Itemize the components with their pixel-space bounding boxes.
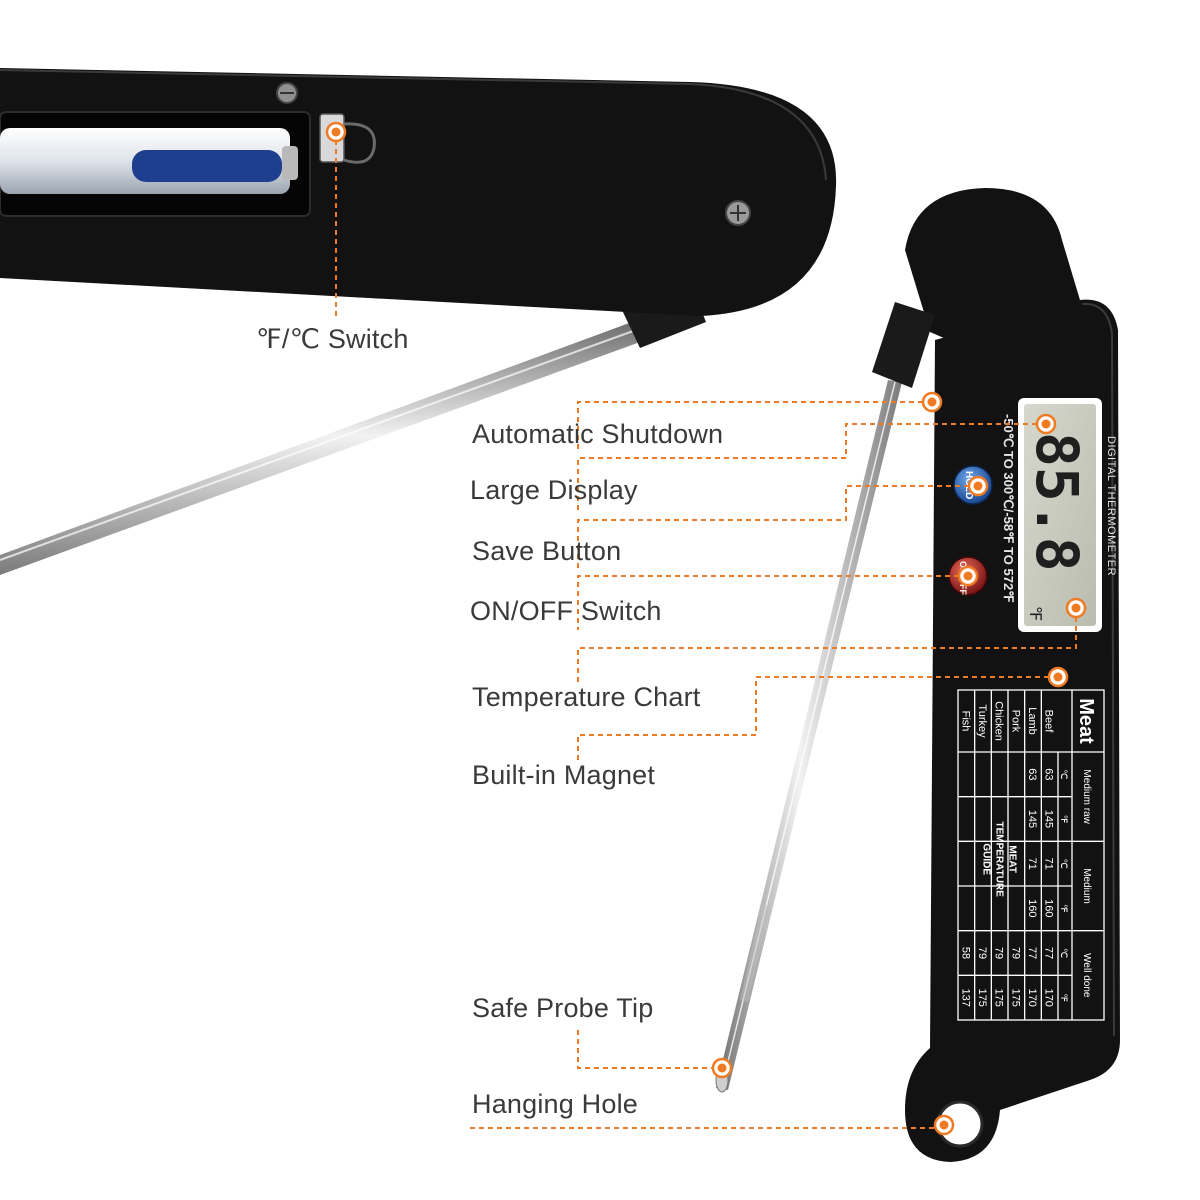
hanging-hole-label: Hanging Hole: [472, 1089, 639, 1119]
unit-switch-label: ℉/℃ Switch: [256, 324, 409, 354]
chart-cell-value: 79: [1009, 947, 1021, 959]
chart-cell-value: 160: [1043, 899, 1055, 917]
probe-collar: [872, 302, 935, 388]
auto-shutdown-dot: [921, 391, 943, 413]
chart-subcolumn-header: ℉: [1059, 904, 1069, 913]
chart-subcolumn-header: ℉: [1059, 815, 1069, 824]
chart-cell-value: 79: [993, 947, 1005, 959]
chart-row-label: Chicken: [993, 701, 1005, 741]
magnet-label: Built-in Magnet: [472, 760, 656, 790]
range-text: -50℃ TO 300℃/-58℉ TO 572℉: [1001, 414, 1016, 603]
chart-row-label: Turkey: [976, 704, 988, 738]
leader-lines: [335, 140, 1077, 1129]
chart-subcolumn-header: ℃: [1059, 948, 1069, 958]
large-display-label: Large Display: [470, 475, 638, 505]
chart-cell-value: 63: [1026, 768, 1038, 780]
chart-guide-text: MEAT: [1007, 845, 1018, 873]
large-display-dot: [1035, 413, 1057, 435]
save-button-dot: [967, 475, 989, 497]
chart-subcolumn-header: ℃: [1059, 769, 1069, 779]
chart-cell-value: 71: [1026, 858, 1038, 870]
lcd-reading: 85.8: [1023, 432, 1091, 572]
chart-cell-value: 145: [1043, 810, 1055, 828]
back-probe: [0, 322, 640, 575]
chart-guide-text: TEMPERATURE: [994, 822, 1005, 898]
front-probe: [715, 380, 902, 1093]
probe-tip-dot: [711, 1057, 733, 1079]
back-thermometer: [0, 68, 837, 575]
hanging-hole-dot: [933, 1114, 955, 1136]
auto-shutdown-label: Automatic Shutdown: [472, 419, 724, 449]
chart-column-header: Medium: [1081, 868, 1092, 904]
chart-guide-text: GUIDE: [981, 843, 992, 875]
chart-cell-value: 137: [959, 988, 971, 1006]
unit-switch-dot: [325, 121, 347, 143]
chart-cell-value: 175: [993, 988, 1005, 1006]
temp-unit-dot: [1065, 597, 1087, 619]
probe-tip-label: Safe Probe Tip: [472, 993, 654, 1023]
brand-text: DIGITAL THERMOMETER: [1105, 436, 1117, 576]
lcd-display: [1024, 404, 1096, 626]
front-thermometer: 85.8 ℉ DIGITAL THERMOMETER -50℃ TO 300℃/…: [872, 188, 1120, 1162]
chart-cell-value: 175: [1009, 988, 1021, 1006]
chart-row-label: Pork: [1009, 710, 1021, 733]
chart-cell-value: 175: [976, 988, 988, 1006]
screw-icon: [276, 82, 298, 104]
chart-subcolumn-header: ℉: [1059, 993, 1069, 1002]
hinge-head: [905, 188, 1080, 345]
chart-row-label: Beef: [1043, 710, 1055, 734]
screw-icon: [725, 200, 751, 226]
chart-cell-value: 145: [1026, 810, 1038, 828]
chart-cell-value: 160: [1026, 899, 1038, 917]
save-button-label: Save Button: [472, 536, 622, 566]
lcd-unit: ℉: [1026, 606, 1045, 621]
chart-title: Meat: [1075, 698, 1097, 744]
power-switch-label: ON/OFF Switch: [470, 596, 662, 626]
chart-cell-value: 79: [976, 947, 988, 959]
chart-cell-value: 63: [1043, 768, 1055, 780]
chart-row-label: Fish: [959, 711, 971, 732]
temp-chart-label: Temperature Chart: [472, 682, 701, 712]
chart-column-header: Medium raw: [1081, 769, 1092, 824]
chart-cell-value: 71: [1043, 858, 1055, 870]
chart-cell-value: 77: [1026, 947, 1038, 959]
chart-cell-value: 170: [1026, 988, 1038, 1006]
chart-cell-value: 58: [959, 947, 971, 959]
chart-column-header: Well done: [1081, 953, 1092, 998]
chart-cell-value: 77: [1043, 947, 1055, 959]
magnet-dot: [1047, 666, 1069, 688]
chart-subcolumn-header: ℃: [1059, 859, 1069, 869]
callout-dots: [325, 121, 1087, 1136]
power-switch-dot: [957, 565, 979, 587]
chart-row-label: Lamb: [1026, 707, 1038, 735]
chart-cell-value: 170: [1043, 988, 1055, 1006]
